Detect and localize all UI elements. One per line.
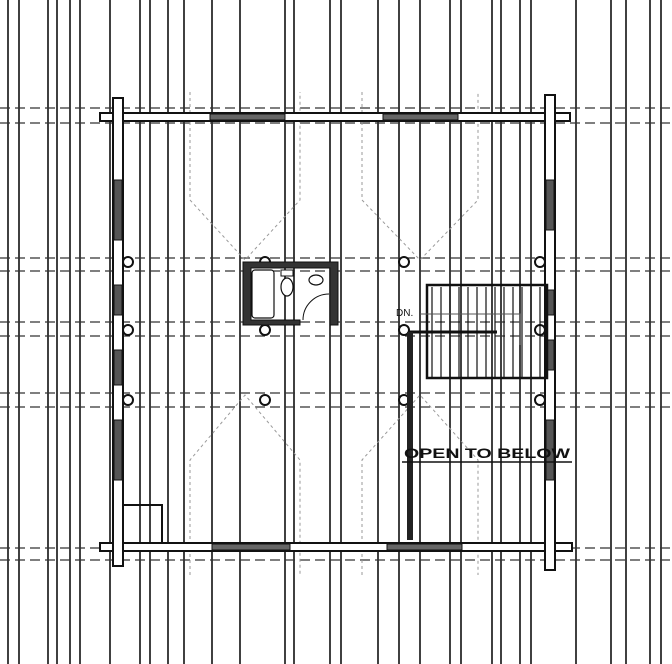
dormer-bottom: [189, 394, 301, 575]
post: [259, 324, 271, 336]
post: [122, 324, 134, 336]
window: [209, 113, 286, 121]
window: [382, 113, 459, 121]
dormer-top: [361, 92, 479, 261]
bathroom: [242, 261, 339, 326]
post: [398, 324, 410, 336]
toilet-icon: [280, 277, 294, 297]
bathroom-walls: [242, 261, 339, 326]
side-window: [113, 349, 123, 386]
side-window: [545, 179, 555, 231]
posts: [122, 256, 546, 406]
side-window: [113, 179, 123, 241]
top-wall: [99, 112, 571, 122]
post: [122, 256, 134, 268]
dormer-top: [189, 92, 301, 261]
bathtub-icon: [251, 269, 275, 319]
stair-down-label: DN.: [396, 308, 413, 319]
post: [259, 394, 271, 406]
post: [534, 256, 546, 268]
post: [534, 394, 546, 406]
side-window: [113, 284, 123, 316]
interior-wall: [407, 332, 413, 540]
stair-direction-arrow: [420, 313, 521, 345]
windows: [113, 113, 555, 551]
chimney-box: [123, 504, 163, 543]
window: [211, 543, 291, 551]
post: [122, 394, 134, 406]
side-window: [113, 419, 123, 481]
door-swing: [302, 293, 330, 321]
bottom-wall: [99, 542, 573, 552]
toilet-tank-icon: [280, 269, 294, 277]
sink-icon: [308, 274, 324, 286]
open-to-below-label: OPEN TO BELOW: [404, 445, 571, 461]
staircase: [407, 283, 549, 540]
dormer-outlines: [189, 92, 479, 575]
window: [386, 543, 463, 551]
post: [398, 256, 410, 268]
left-wall: [112, 97, 124, 567]
side-window: [545, 419, 555, 481]
